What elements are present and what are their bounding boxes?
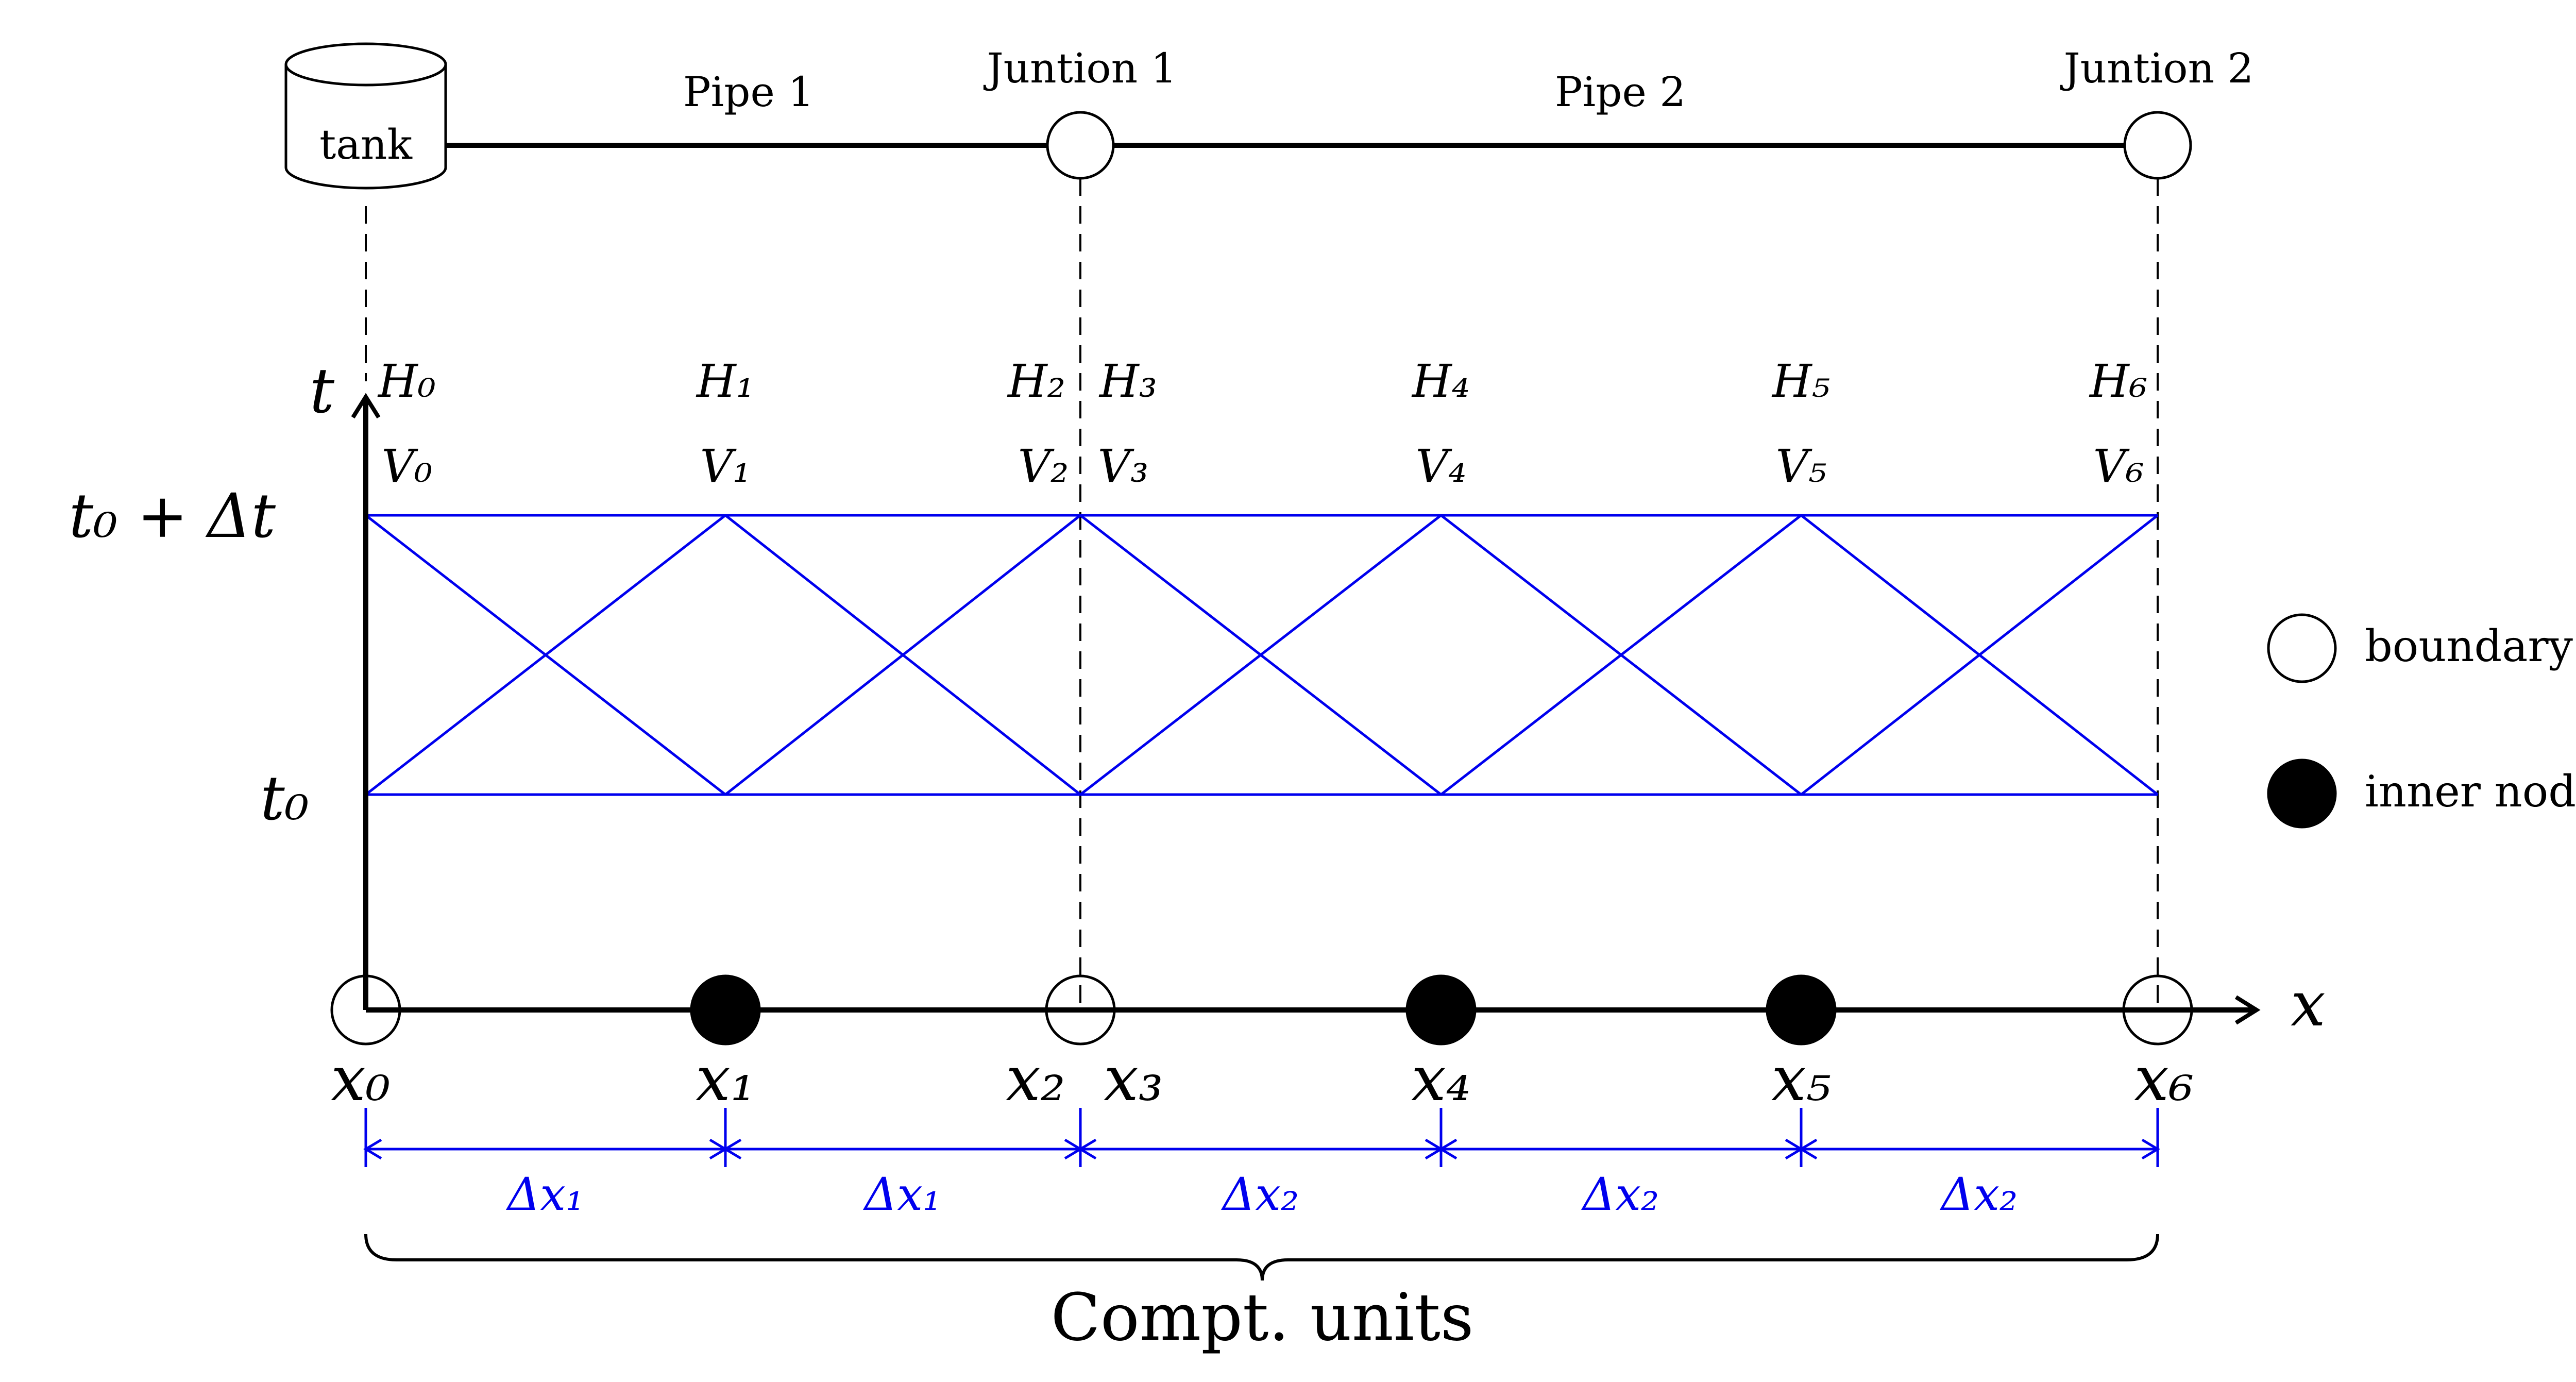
velocity-label: V₀ [382, 440, 433, 493]
head-label: H₂ [1007, 355, 1065, 408]
x-node-label: x₆ [2134, 1043, 2194, 1115]
velocity-label: V₆ [2093, 440, 2144, 493]
legend: boundary node inner node [2267, 613, 2576, 829]
boundary-node-icon [2122, 974, 2193, 1046]
legend-inner-label: inner node [2365, 766, 2576, 817]
x-node-labels: x₀ x₁ x₂ x₃ x₄ x₅ x₆ [331, 1043, 2194, 1115]
spacing-label: Δx₂ [1581, 1168, 1659, 1221]
characteristic-grid [365, 514, 2159, 796]
junction-2-icon [2123, 111, 2192, 180]
boundary-node-icon [1045, 974, 1116, 1046]
spacing-label: Δx₁ [863, 1168, 941, 1221]
pipe-2-label: Pipe 2 [1555, 68, 1686, 116]
tank-icon [284, 42, 447, 190]
t-top-label: t₀ + Δt [69, 480, 276, 551]
velocity-label: V₅ [1776, 440, 1827, 493]
spacing-label: Δx₂ [1221, 1168, 1299, 1221]
t-bottom-label: t₀ [260, 763, 309, 834]
inner-node-icon [1405, 974, 1477, 1046]
spacing-labels: Δx₁ Δx₁ Δx₂ Δx₂ Δx₂ [506, 1168, 2018, 1221]
t-axis-arrow-icon [351, 393, 381, 419]
x-node-label: x₀ [331, 1043, 391, 1115]
legend-boundary-label: boundary node [2365, 621, 2576, 671]
spacing-arrows [363, 1108, 2160, 1167]
network: tank Pipe 1 Pipe 2 Juntion 1 Juntion 2 [284, 42, 2254, 190]
spacing-label: Δx₂ [1940, 1168, 2018, 1221]
head-label: H₁ [696, 355, 754, 408]
x-node-label: x₁ [696, 1043, 755, 1115]
velocity-label: V₄ [1416, 440, 1467, 493]
head-label: H₀ [377, 355, 436, 408]
x-node-label: x₅ [1771, 1043, 1831, 1115]
axes [351, 393, 2261, 1025]
boundary-node-icon [330, 974, 401, 1046]
t-axis-label: t [310, 356, 335, 427]
legend-boundary-node-icon [2267, 613, 2337, 683]
junction-2-label: Juntion 2 [2060, 44, 2254, 92]
head-labels: H₀ H₁ H₂ H₃ H₄ H₅ H₆ [377, 355, 2147, 408]
velocity-label: V₂ [1018, 440, 1069, 493]
legend-inner-node-icon [2267, 759, 2337, 829]
brace-icon [364, 1234, 2159, 1281]
x-node-label: x₃ [1104, 1043, 1163, 1115]
inner-node-icon [1766, 974, 1837, 1046]
velocity-labels: V₀ V₁ V₂ V₃ V₄ V₅ V₆ [382, 440, 2144, 493]
x-node-label: x₄ [1411, 1043, 1471, 1115]
junction-1-icon [1046, 111, 1115, 180]
x-axis-label: x [2291, 969, 2326, 1040]
head-label: H₆ [2089, 355, 2147, 408]
junction-1-label: Juntion 1 [984, 44, 1177, 92]
spacing-label: Δx₁ [506, 1168, 584, 1221]
x-nodes [330, 974, 2193, 1046]
x-axis-arrow-icon [2234, 995, 2261, 1025]
tank-label: tank [319, 121, 413, 168]
brace-label: Compt. units [1050, 1279, 1473, 1355]
dashed-guides [365, 178, 2159, 1010]
head-label: H₃ [1098, 355, 1157, 408]
velocity-label: V₃ [1098, 440, 1149, 493]
velocity-label: V₁ [700, 440, 751, 493]
pipe-1-label: Pipe 1 [683, 68, 814, 116]
inner-node-icon [690, 974, 761, 1046]
head-label: H₅ [1771, 355, 1830, 408]
head-label: H₄ [1411, 355, 1470, 408]
x-node-label: x₂ [1006, 1043, 1065, 1115]
